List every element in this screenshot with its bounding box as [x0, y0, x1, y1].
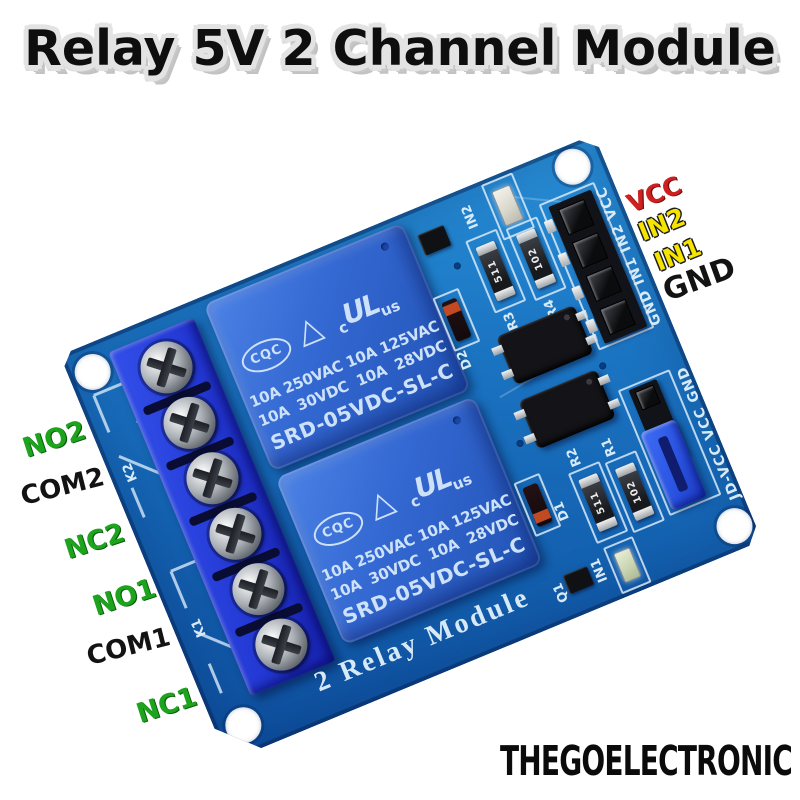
pcb: K2 K1 CQC △ cULus: [60, 134, 762, 762]
via: [598, 361, 607, 370]
pin-label-com1: COM1: [83, 622, 174, 672]
relay-module-board: K2 K1 CQC △ cULus: [60, 134, 762, 762]
product-title: Relay 5V 2 Channel Module: [24, 20, 776, 77]
pin-label-no1: NO1: [88, 572, 160, 623]
via: [515, 439, 524, 448]
mounting-hole: [220, 702, 267, 749]
warning-triangle-icon: △: [290, 306, 328, 352]
relay-mold-dot: [452, 415, 462, 425]
ref-in2: IN2: [458, 202, 483, 231]
ul-recognized-mark: cULus: [407, 460, 475, 512]
cqc-logo: CQC: [237, 331, 297, 379]
pin-label-no2: NO2: [18, 414, 90, 465]
transistor-q2: [417, 225, 451, 256]
warning-triangle-icon: △: [362, 480, 400, 525]
cqc-logo: CQC: [309, 505, 369, 553]
pin-label-nc2: NC2: [60, 517, 129, 566]
pin-label-com2: COM2: [17, 462, 108, 512]
pin-label-nc1: NC1: [132, 681, 201, 730]
relay-mold-dot: [380, 241, 390, 251]
via: [453, 261, 462, 270]
ul-recognized-mark: cULus: [335, 287, 403, 338]
seller-watermark: THEGOELECTRONIC: [500, 738, 793, 786]
